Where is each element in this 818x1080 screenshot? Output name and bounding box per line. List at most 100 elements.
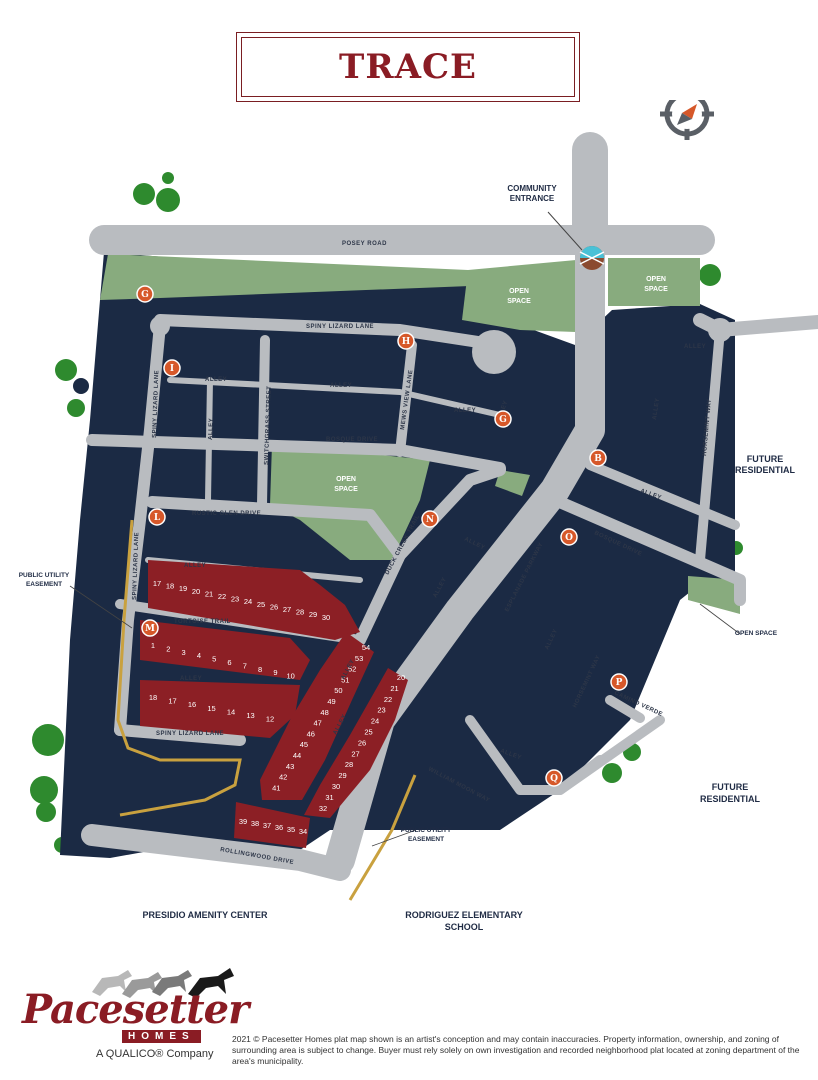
lot-number: 43 xyxy=(286,762,294,771)
lot-number: 14 xyxy=(227,707,235,716)
lot-number: 49 xyxy=(327,697,335,706)
section-marker-g: G xyxy=(136,285,154,303)
section-marker-i: I xyxy=(163,359,181,377)
alley-label: ALLEY xyxy=(180,676,202,682)
lot-number: 18 xyxy=(149,693,157,702)
open-space-label: SPACE xyxy=(507,298,531,305)
lot-number: 36 xyxy=(275,823,283,832)
tortoise-trail-label: TORTOISE TRAIL xyxy=(174,619,231,625)
compass-north-icon xyxy=(660,100,714,140)
lot-number: 32 xyxy=(319,804,327,813)
page-title: TRACE xyxy=(339,47,477,87)
lot-number: 30 xyxy=(332,782,340,791)
lot-number: 44 xyxy=(293,751,301,760)
presidio-amenity-center-label: PRESIDIO AMENITY CENTER xyxy=(142,910,268,920)
logo-tagline: A QUALICO® Company xyxy=(96,1048,214,1060)
open-space-label: OPEN xyxy=(646,276,666,283)
logo-homes: HOMES xyxy=(122,1030,201,1043)
lot-number: 29 xyxy=(338,771,346,780)
future-residential-label: RESIDENTIAL xyxy=(735,465,796,475)
lot-number: 23 xyxy=(377,706,385,715)
pacesetter-logo: Pacesetter HOMES A QUALICO® Company xyxy=(18,968,249,1068)
section-marker-m: M xyxy=(141,619,159,637)
lot-number: 18 xyxy=(166,582,174,591)
lot-number: 46 xyxy=(307,729,315,738)
rustic-glen-drive-label: RUSTIC GLEN DRIVE xyxy=(192,511,261,517)
open-space-label: SPACE xyxy=(334,486,358,493)
lot-number: 26 xyxy=(270,602,278,611)
lot-number: 34 xyxy=(299,827,307,836)
lot-number: 39 xyxy=(239,817,247,826)
svg-text:N: N xyxy=(426,515,434,525)
svg-text:G: G xyxy=(499,415,507,425)
lot-number: 21 xyxy=(205,589,213,598)
public-utility-easement-label: PUBLIC UTILITY xyxy=(19,572,70,579)
spiny-lizard-lane-label: SPINY LIZARD LANE xyxy=(152,370,160,438)
open-space-label: OPEN SPACE xyxy=(735,630,778,637)
svg-text:M: M xyxy=(145,624,155,634)
future-residential-label: FUTURE xyxy=(747,454,784,464)
lot-number: 17 xyxy=(168,697,176,706)
lot-number: 31 xyxy=(325,793,333,802)
spiny-lizard-lane-label: SPINY LIZARD LANE xyxy=(306,324,374,330)
lot-number: 16 xyxy=(188,700,196,709)
lot-number: 52 xyxy=(348,665,356,674)
public-utility-easement-label: PUBLIC UTILITY xyxy=(401,827,452,834)
area-labels: COMMUNITY ENTRANCE OPEN SPACE OPEN SPACE… xyxy=(19,184,796,932)
spiny-lizard-lane-label: SPINY LIZARD LANE xyxy=(156,731,224,737)
lot-number: 27 xyxy=(351,749,359,758)
lot-number: 53 xyxy=(355,654,363,663)
lot-number: 8 xyxy=(258,665,262,674)
lot-number: 20 xyxy=(397,673,405,682)
community-entrance-label: ENTRANCE xyxy=(510,194,555,203)
svg-text:Q: Q xyxy=(550,774,558,784)
section-marker-o: O xyxy=(560,528,578,546)
lot-number: 15 xyxy=(207,704,215,713)
lot-number: 27 xyxy=(283,605,291,614)
lot-number: 37 xyxy=(263,821,271,830)
open-space-label: OPEN xyxy=(336,476,356,483)
svg-text:I: I xyxy=(170,364,174,374)
alley-label: ALLEY xyxy=(454,408,476,414)
lot-number: 7 xyxy=(243,661,247,670)
lot-number: 29 xyxy=(309,610,317,619)
lot-number: 51 xyxy=(341,675,349,684)
svg-text:B: B xyxy=(594,454,602,464)
section-marker-l: L xyxy=(148,508,166,526)
cul-de-sac xyxy=(150,316,170,336)
alley-label: ALLEY xyxy=(684,344,706,350)
switchgrass-street-label: SWITCHGRASS STREET xyxy=(264,386,273,466)
future-residential-label: FUTURE xyxy=(712,782,749,792)
section-markers: G I H G B L N O M P Q xyxy=(136,285,628,787)
lot-number: 38 xyxy=(251,819,259,828)
spiny-lizard-lane-label: SPINY LIZARD LANE xyxy=(132,532,140,600)
lot-number: 28 xyxy=(345,760,353,769)
svg-text:H: H xyxy=(402,337,411,347)
lot-number: 9 xyxy=(273,668,277,677)
lot-number: 19 xyxy=(179,584,187,593)
svg-text:P: P xyxy=(616,678,623,688)
alley-label: ALLEY xyxy=(330,383,352,389)
lot-number: 2 xyxy=(166,644,170,653)
lot-number: 6 xyxy=(227,658,231,667)
lot-number: 12 xyxy=(266,715,274,724)
logo-wordmark: Pacesetter xyxy=(22,986,249,1033)
lot-number: 48 xyxy=(320,708,328,717)
lot-number: 5 xyxy=(212,655,216,664)
entrance-roundabout xyxy=(547,211,605,270)
posey-road-label: POSEY ROAD xyxy=(342,241,387,247)
alley-label: ALLEY xyxy=(208,418,215,440)
svg-text:O: O xyxy=(565,533,573,543)
lot-number: 22 xyxy=(218,592,226,601)
future-residential-label: RESIDENTIAL xyxy=(700,794,761,804)
community-entrance-label: COMMUNITY xyxy=(507,184,557,193)
section-marker-p: P xyxy=(610,673,628,691)
title-banner: TRACE xyxy=(236,32,580,102)
easement-leader xyxy=(69,585,133,629)
lot-number: 22 xyxy=(384,695,392,704)
lot-number: 10 xyxy=(287,672,295,681)
rodriguez-elementary-label: SCHOOL xyxy=(445,922,484,932)
lot-number: 24 xyxy=(371,717,379,726)
